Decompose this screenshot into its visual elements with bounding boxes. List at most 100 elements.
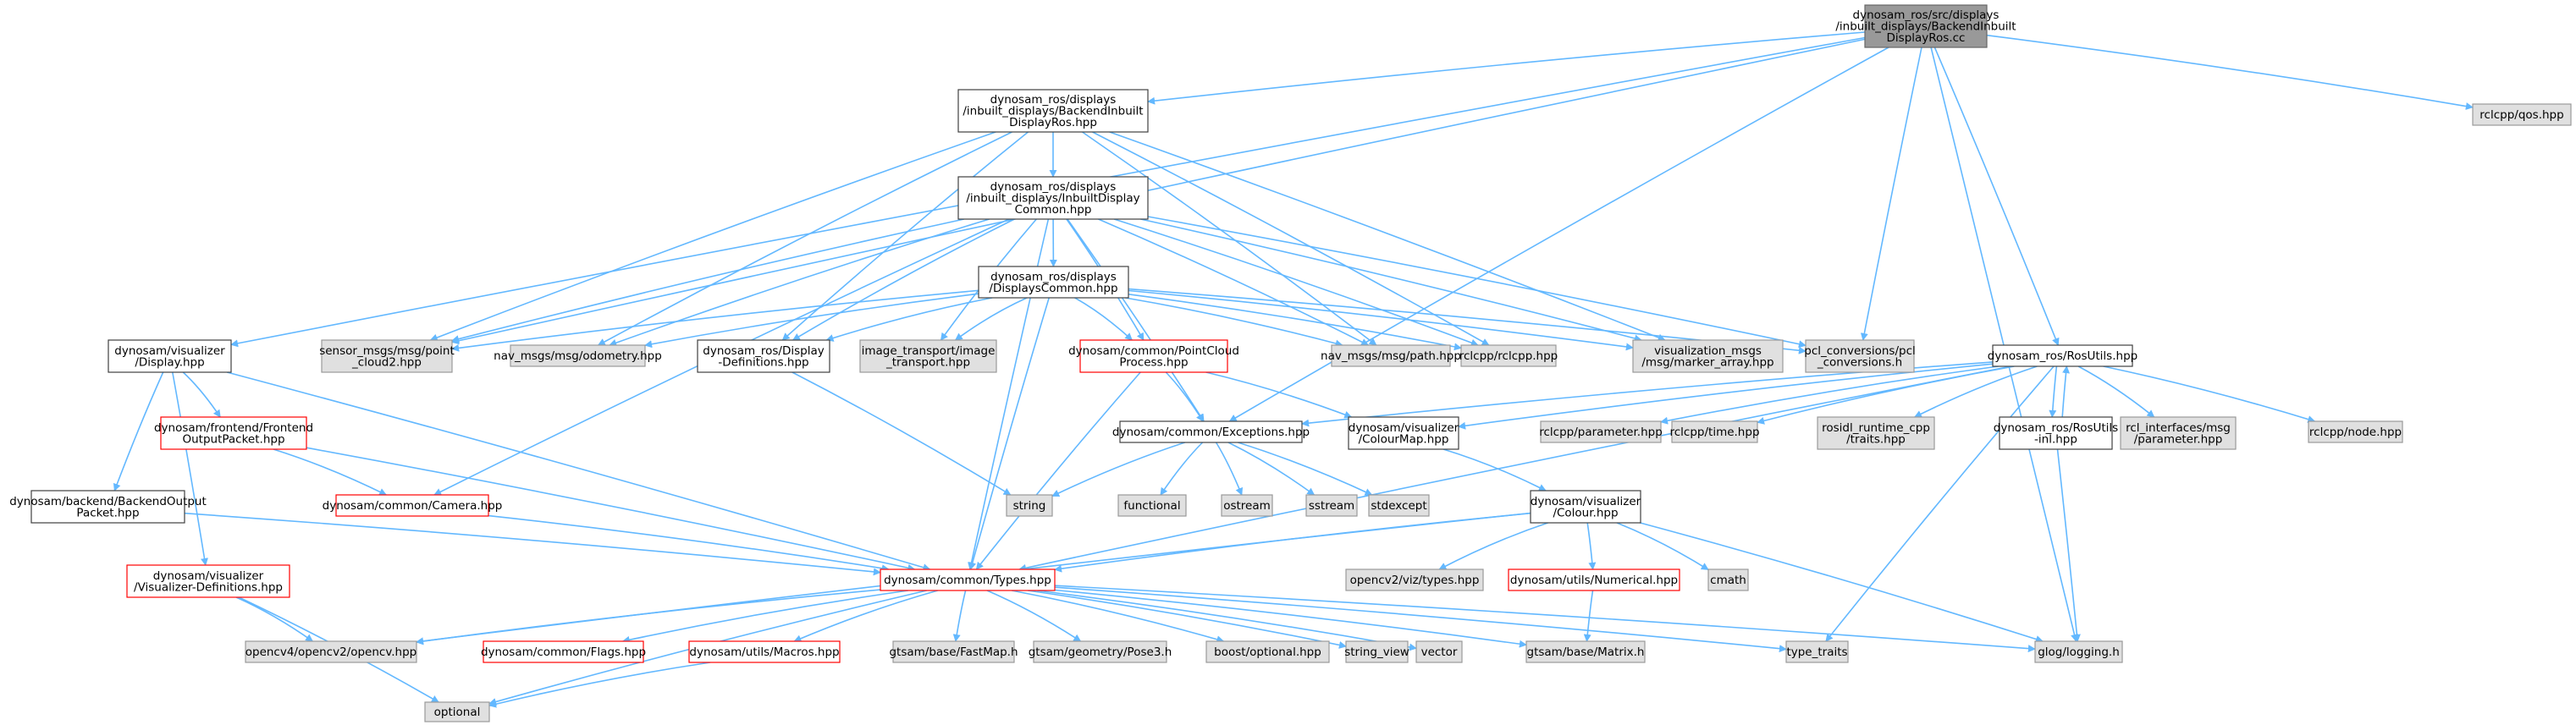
node-stringview[interactable]: string_view [1344, 640, 1409, 663]
edge-backendhpp-to-navpath [1082, 131, 1377, 346]
edge-macros-to-optional [488, 662, 711, 708]
node-cvtypes[interactable]: opencv2/viz/types.hpp [1345, 568, 1484, 591]
edge-exceptions-to-functional [1160, 442, 1204, 496]
edge-exceptions-to-string [1051, 442, 1185, 497]
node-label-sstream-line-0: sstream [1309, 499, 1354, 513]
edge-types-to-macros [793, 590, 938, 642]
node-inbuiltcommon[interactable]: dynosam_ros/displays/inbuilt_displays/In… [957, 176, 1149, 220]
node-traits[interactable]: rosidl_runtime_cpp/traits.hpp [1817, 416, 1935, 450]
node-box-inbuiltcommon [957, 176, 1149, 220]
edge-backendhpp-to-odometry [597, 131, 1012, 346]
node-vizdefs[interactable]: dynosam/visualizer/Visualizer-Definition… [126, 564, 290, 598]
edge-vizdisplay-to-types [226, 371, 931, 572]
node-colourmap[interactable]: dynosam/visualizer/ColourMap.hpp [1348, 416, 1459, 450]
node-label-markerarray-line-0: visualization_msgs [1654, 344, 1762, 358]
node-macros[interactable]: dynosam/utils/Macros.hpp [688, 640, 841, 663]
edge-rosutilsinl-to-glog [2056, 448, 2081, 642]
node-types[interactable]: dynosam/common/Types.hpp [880, 568, 1056, 591]
node-label-displaydefs-line-1: -Definitions.hpp [718, 355, 808, 369]
node-rclparam[interactable]: rcl_interfaces/msg/parameter.hpp [2120, 416, 2237, 450]
node-vizdisplay[interactable]: dynosam/visualizer/Display.hpp [108, 339, 232, 373]
node-label-pose3-line-0: gtsam/geometry/Pose3.h [1029, 645, 1172, 659]
node-label-rosutilsinl-line-1: -inl.hpp [2034, 432, 2077, 446]
node-rclcpphpp[interactable]: rclcpp/rclcpp.hpp [1459, 344, 1558, 367]
node-box-types [880, 568, 1056, 591]
node-label-rclparam-line-1: /parameter.hpp [2134, 432, 2223, 446]
node-flags[interactable]: dynosam/common/Flags.hpp [481, 640, 646, 663]
node-boostopt[interactable]: boost/optional.hpp [1205, 640, 1330, 663]
node-ostream[interactable]: ostream [1221, 494, 1273, 517]
node-backendhpp[interactable]: dynosam_ros/displays/inbuilt_displays/Ba… [957, 89, 1149, 133]
node-colour[interactable]: dynosam/visualizer/Colour.hpp [1530, 490, 1641, 524]
node-optional[interactable]: optional [424, 701, 490, 722]
node-displaydefs[interactable]: dynosam_ros/Display-Definitions.hpp [697, 339, 830, 373]
node-parameter[interactable]: rclcpp/parameter.hpp [1539, 420, 1663, 443]
edge-numerical-to-matrix [1583, 590, 1594, 642]
node-pclconv[interactable]: pcl_conversions/pcl_conversions.h [1804, 339, 1916, 373]
node-rosutils[interactable]: dynosam_ros/RosUtils.hpp [1988, 344, 2137, 367]
node-frontendpkt[interactable]: dynosam/frontend/FrontendOutputPacket.hp… [154, 416, 313, 450]
node-box-numerical [1508, 568, 1680, 591]
node-displayscommon[interactable]: dynosam_ros/displays/DisplaysCommon.hpp [978, 266, 1129, 299]
nodes-layer: dynosam_ros/src/displays/inbuilt_display… [9, 4, 2572, 722]
node-markerarray[interactable]: visualization_msgs/msg/marker_array.hpp [1632, 339, 1784, 373]
node-box-displayscommon [978, 266, 1129, 299]
node-pose3[interactable]: gtsam/geometry/Pose3.h [1029, 640, 1172, 663]
node-box-exceptions [1119, 420, 1303, 443]
node-box-pose3 [1033, 640, 1167, 663]
node-label-vector-line-0: vector [1421, 645, 1458, 659]
node-vector[interactable]: vector [1415, 640, 1463, 663]
node-imagetransport[interactable]: image_transport/image_transport.hpp [859, 339, 997, 373]
node-numerical[interactable]: dynosam/utils/Numerical.hpp [1508, 568, 1680, 591]
node-camera[interactable]: dynosam/common/Camera.hpp [323, 494, 503, 517]
node-fastmap[interactable]: gtsam/base/FastMap.h [889, 640, 1018, 663]
node-matrix[interactable]: gtsam/base/Matrix.h [1525, 640, 1646, 663]
node-box-node [2308, 420, 2403, 443]
node-label-macros-line-0: dynosam/utils/Macros.hpp [689, 645, 839, 659]
node-navpath[interactable]: nav_msgs/msg/path.hpp [1321, 344, 1461, 367]
node-label-node-line-0: rclcpp/node.hpp [2309, 426, 2402, 439]
node-box-markerarray [1632, 339, 1784, 373]
node-odometry[interactable]: nav_msgs/msg/odometry.hpp [494, 344, 662, 367]
edge-root-to-pointcloud2 [451, 38, 1866, 345]
node-box-cmath [1707, 568, 1749, 591]
edge-colour-to-types [1054, 512, 1531, 573]
node-label-root-line-2: DisplayRos.cc [1887, 31, 1966, 45]
node-pointcloud2[interactable]: sensor_msgs/msg/point_cloud2.hpp [319, 339, 455, 373]
node-label-exceptions-line-0: dynosam/common/Exceptions.hpp [1112, 426, 1310, 439]
node-exceptions[interactable]: dynosam/common/Exceptions.hpp [1112, 420, 1310, 443]
node-rosutilsinl[interactable]: dynosam_ros/RosUtils-inl.hpp [1994, 416, 2118, 450]
edge-rosutils-to-rclparam [2077, 365, 2155, 418]
node-box-vizdefs [126, 564, 290, 598]
node-label-colour-line-1: /Colour.hpp [1553, 506, 1618, 519]
node-box-backendpkt [30, 490, 185, 524]
edge-displayscommon-to-rclcpphpp [1128, 294, 1462, 351]
node-functional[interactable]: functional [1117, 494, 1187, 517]
node-label-ostream-line-0: ostream [1223, 499, 1271, 513]
node-label-navpath-line-0: nav_msgs/msg/path.hpp [1321, 349, 1461, 363]
node-opencv[interactable]: opencv4/opencv2/opencv.hpp [245, 640, 417, 663]
node-label-traits-line-1: /traits.hpp [1846, 432, 1906, 446]
node-time[interactable]: rclcpp/time.hpp [1669, 420, 1760, 443]
node-label-inbuiltcommon-line-1: /inbuilt_displays/InbuiltDisplay [966, 192, 1139, 206]
node-box-parameter [1540, 420, 1662, 443]
node-label-parameter-line-0: rclcpp/parameter.hpp [1539, 426, 1663, 439]
edge-displayscommon-to-markerarray [1128, 289, 1634, 351]
edge-rosutils-to-traits [1913, 365, 2038, 418]
node-sstream[interactable]: sstream [1305, 494, 1358, 517]
edge-types-to-matrix [1054, 589, 1527, 648]
edge-root-to-backendhpp [1147, 31, 1866, 105]
node-label-pcprocess-line-0: dynosam/common/PointCloud [1068, 344, 1239, 358]
node-qos[interactable]: rclcpp/qos.hpp [2472, 103, 2572, 126]
node-string[interactable]: string [1006, 494, 1053, 517]
node-label-functional-line-0: functional [1123, 499, 1180, 513]
node-box-odometry [510, 344, 646, 367]
node-cmath[interactable]: cmath [1707, 568, 1749, 591]
edge-inbuiltcommon-to-odometry [609, 218, 990, 347]
node-typetraits[interactable]: type_traits [1785, 640, 1849, 663]
node-node[interactable]: rclcpp/node.hpp [2308, 420, 2403, 443]
node-stdexcept[interactable]: stdexcept [1368, 494, 1430, 517]
node-glog[interactable]: glog/logging.h [2034, 640, 2123, 663]
